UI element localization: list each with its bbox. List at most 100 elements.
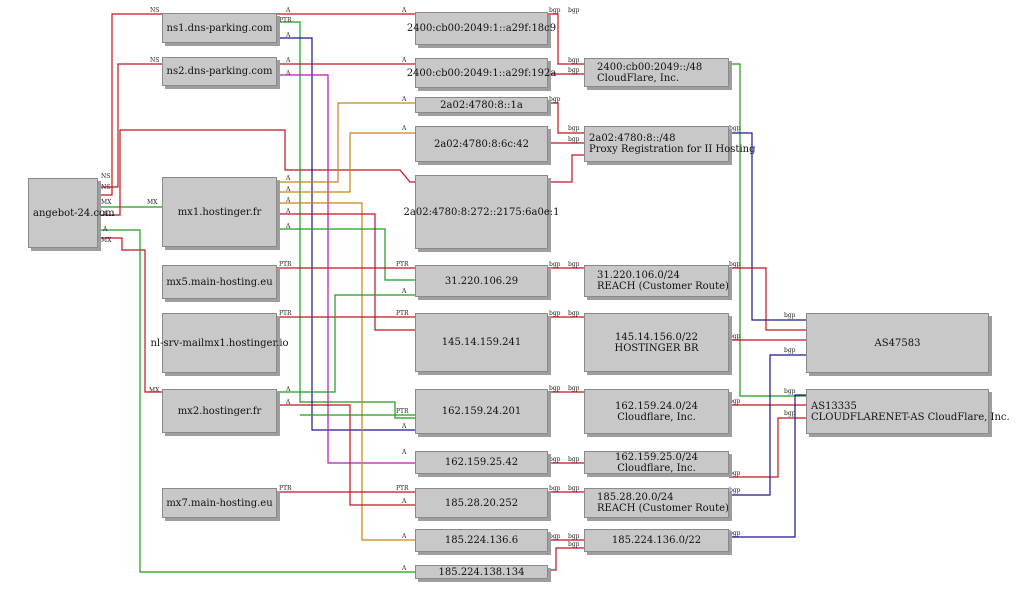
pfx-162b-line2: Cloudflare, Inc. <box>617 462 696 474</box>
lbl-a-14: A <box>285 223 291 230</box>
ip-v6-e-label: 2a02:4780:8:272::2175:6a0e:1 <box>403 206 560 218</box>
lbl-ptr-7: PTR <box>279 485 292 492</box>
lbl-bgp-9: bgp <box>549 310 561 317</box>
ip-31-label: 31.220.106.29 <box>444 275 519 287</box>
lbl-a-1: A <box>102 211 108 218</box>
ip-185b-label: 185.224.136.6 <box>444 535 519 546</box>
node-ip-31[interactable]: 31.220.106.29 <box>415 265 548 297</box>
lbl-a-19: A <box>401 498 407 505</box>
node-ip-v6-b[interactable]: 2400:cb00:2049:1::a29f:192a <box>407 58 556 88</box>
lbl-a-2: A <box>102 226 108 233</box>
lbl-bgp-19: bgp <box>568 541 580 548</box>
lbl-bgp-11: bgp <box>549 385 561 392</box>
lbl-bgp-0: bgp <box>549 7 561 14</box>
node-ip-v6-a[interactable]: 2400:cb00:2049:1::a29f:18c9 <box>407 12 556 45</box>
node-ip-185c[interactable]: 185.224.138.134 <box>415 565 548 579</box>
node-mx1-label: mx1.hostinger.fr <box>177 206 262 218</box>
lbl-a-9: A <box>285 175 291 182</box>
edge-as-185b <box>729 394 806 538</box>
lbl-bgp-17: bgp <box>549 533 561 540</box>
edge-as-162b <box>729 417 806 478</box>
lbl-bgp-16: bgp <box>568 485 580 492</box>
ip-v6-b-label: 2400:cb00:2049:1::a29f:192a <box>406 67 557 79</box>
lbl-a-11: A <box>285 186 291 193</box>
node-ns1[interactable]: ns1.dns-parking.com <box>162 13 277 43</box>
node-mx7-label: mx7.main-hosting.eu <box>166 497 273 509</box>
edge-ns1-blue <box>277 37 415 431</box>
lbl-bgp-8: bgp <box>568 261 580 268</box>
node-mx7[interactable]: mx7.main-hosting.eu <box>162 488 277 518</box>
edge-ns2-mag <box>277 74 415 464</box>
lbl-bgp-as-7: bgp <box>784 312 796 319</box>
node-ip-v6-e[interactable]: 2a02:4780:8:272::2175:6a0e:1 <box>404 175 559 249</box>
node-ip-v6-c[interactable]: 2a02:4780:8::1a <box>415 97 548 113</box>
lbl-bgp-as-8: bgp <box>784 347 796 354</box>
node-pfx-185b[interactable]: 185.224.136.0/22 <box>584 529 729 552</box>
pfx-185b-line1: 185.224.136.0/22 <box>611 535 702 546</box>
ip-v6-c-label: 2a02:4780:8::1a <box>440 99 523 111</box>
edge-ns-ns2 <box>98 63 162 188</box>
node-as47583[interactable]: AS47583 <box>806 313 989 373</box>
pfx-cf6-line2: CloudFlare, Inc. <box>597 72 680 84</box>
node-nlsrv[interactable]: nl-srv-mailmx1.hostinger.io <box>150 313 289 373</box>
node-ip-162b[interactable]: 162.159.25.42 <box>415 451 548 474</box>
lbl-bgp-15: bgp <box>549 485 561 492</box>
node-mx1[interactable]: mx1.hostinger.fr <box>162 177 277 247</box>
lbl-bgp-4: bgp <box>549 96 561 103</box>
edge-ns1-ptr <box>277 21 415 419</box>
lbl-ptr-8: PTR <box>396 485 409 492</box>
node-mx2[interactable]: mx2.hostinger.fr <box>162 389 277 433</box>
node-domain-label: angebot-24.com <box>33 207 115 219</box>
edge-mx1-v6d <box>277 132 415 193</box>
lbl-bgp-5: bgp <box>568 125 580 132</box>
node-ip-145[interactable]: 145.14.159.241 <box>415 313 548 372</box>
ip-162b-label: 162.159.25.42 <box>444 457 519 468</box>
pfx-185a-line2: REACH (Customer Route) <box>597 503 729 514</box>
pfx-162a-line2: Cloudflare, Inc. <box>617 411 696 423</box>
lbl-a-17: A <box>401 288 407 295</box>
node-domain[interactable]: angebot-24.com <box>28 178 115 248</box>
lbl-ptr-3: PTR <box>396 261 409 268</box>
lbl-mx-2: MX <box>147 199 158 206</box>
edge-mx-mx2 <box>98 237 162 393</box>
node-ip-185b[interactable]: 185.224.136.6 <box>415 529 548 552</box>
ip-v6-d-label: 2a02:4780:8:6c:42 <box>433 138 530 150</box>
edge-as-proxy <box>729 132 806 321</box>
lbl-bgp-as-1: bgp <box>729 261 741 268</box>
edge-as-31 <box>729 267 806 331</box>
lbl-ns-3: NS <box>101 173 110 180</box>
lbl-a-5: A <box>285 32 291 39</box>
node-nlsrv-label: nl-srv-mailmx1.hostinger.io <box>150 337 289 349</box>
node-ns2[interactable]: ns2.dns-parking.com <box>162 57 277 86</box>
node-ip-162a[interactable]: 162.159.24.201 <box>415 389 548 434</box>
pfx-31-line1: 31.220.106.0/24 <box>597 270 680 281</box>
node-ns1-label: ns1.dns-parking.com <box>166 22 273 34</box>
node-ip-v6-d[interactable]: 2a02:4780:8:6c:42 <box>415 126 548 162</box>
pfx-proxy-line1: 2a02:4780:8::/48 <box>589 133 676 144</box>
node-mx5[interactable]: mx5.main-hosting.eu <box>162 265 277 299</box>
lbl-a-20: A <box>401 423 407 430</box>
lbl-a-6: A <box>285 57 291 64</box>
lbl-mx-1: MX <box>101 199 112 206</box>
pfx-145-line1: 145.14.156.0/22 <box>615 331 698 343</box>
lbl-ptr-1: PTR <box>279 17 292 24</box>
lbl-a-8: A <box>285 70 291 77</box>
edge-bgp-v6a <box>548 13 584 65</box>
lbl-a-13: A <box>285 197 291 204</box>
node-mx5-label: mx5.main-hosting.eu <box>166 276 273 288</box>
edge-mx2-a2 <box>277 404 415 506</box>
lbl-a-12: A <box>401 125 407 132</box>
lbl-bgp-as-5: bgp <box>729 487 741 494</box>
lbl-mx-3: MX <box>101 237 112 244</box>
lbl-mx-4: MX <box>149 387 160 394</box>
edge-mx1-185b <box>277 202 415 541</box>
node-ip-185a[interactable]: 185.28.20.252 <box>415 488 548 518</box>
